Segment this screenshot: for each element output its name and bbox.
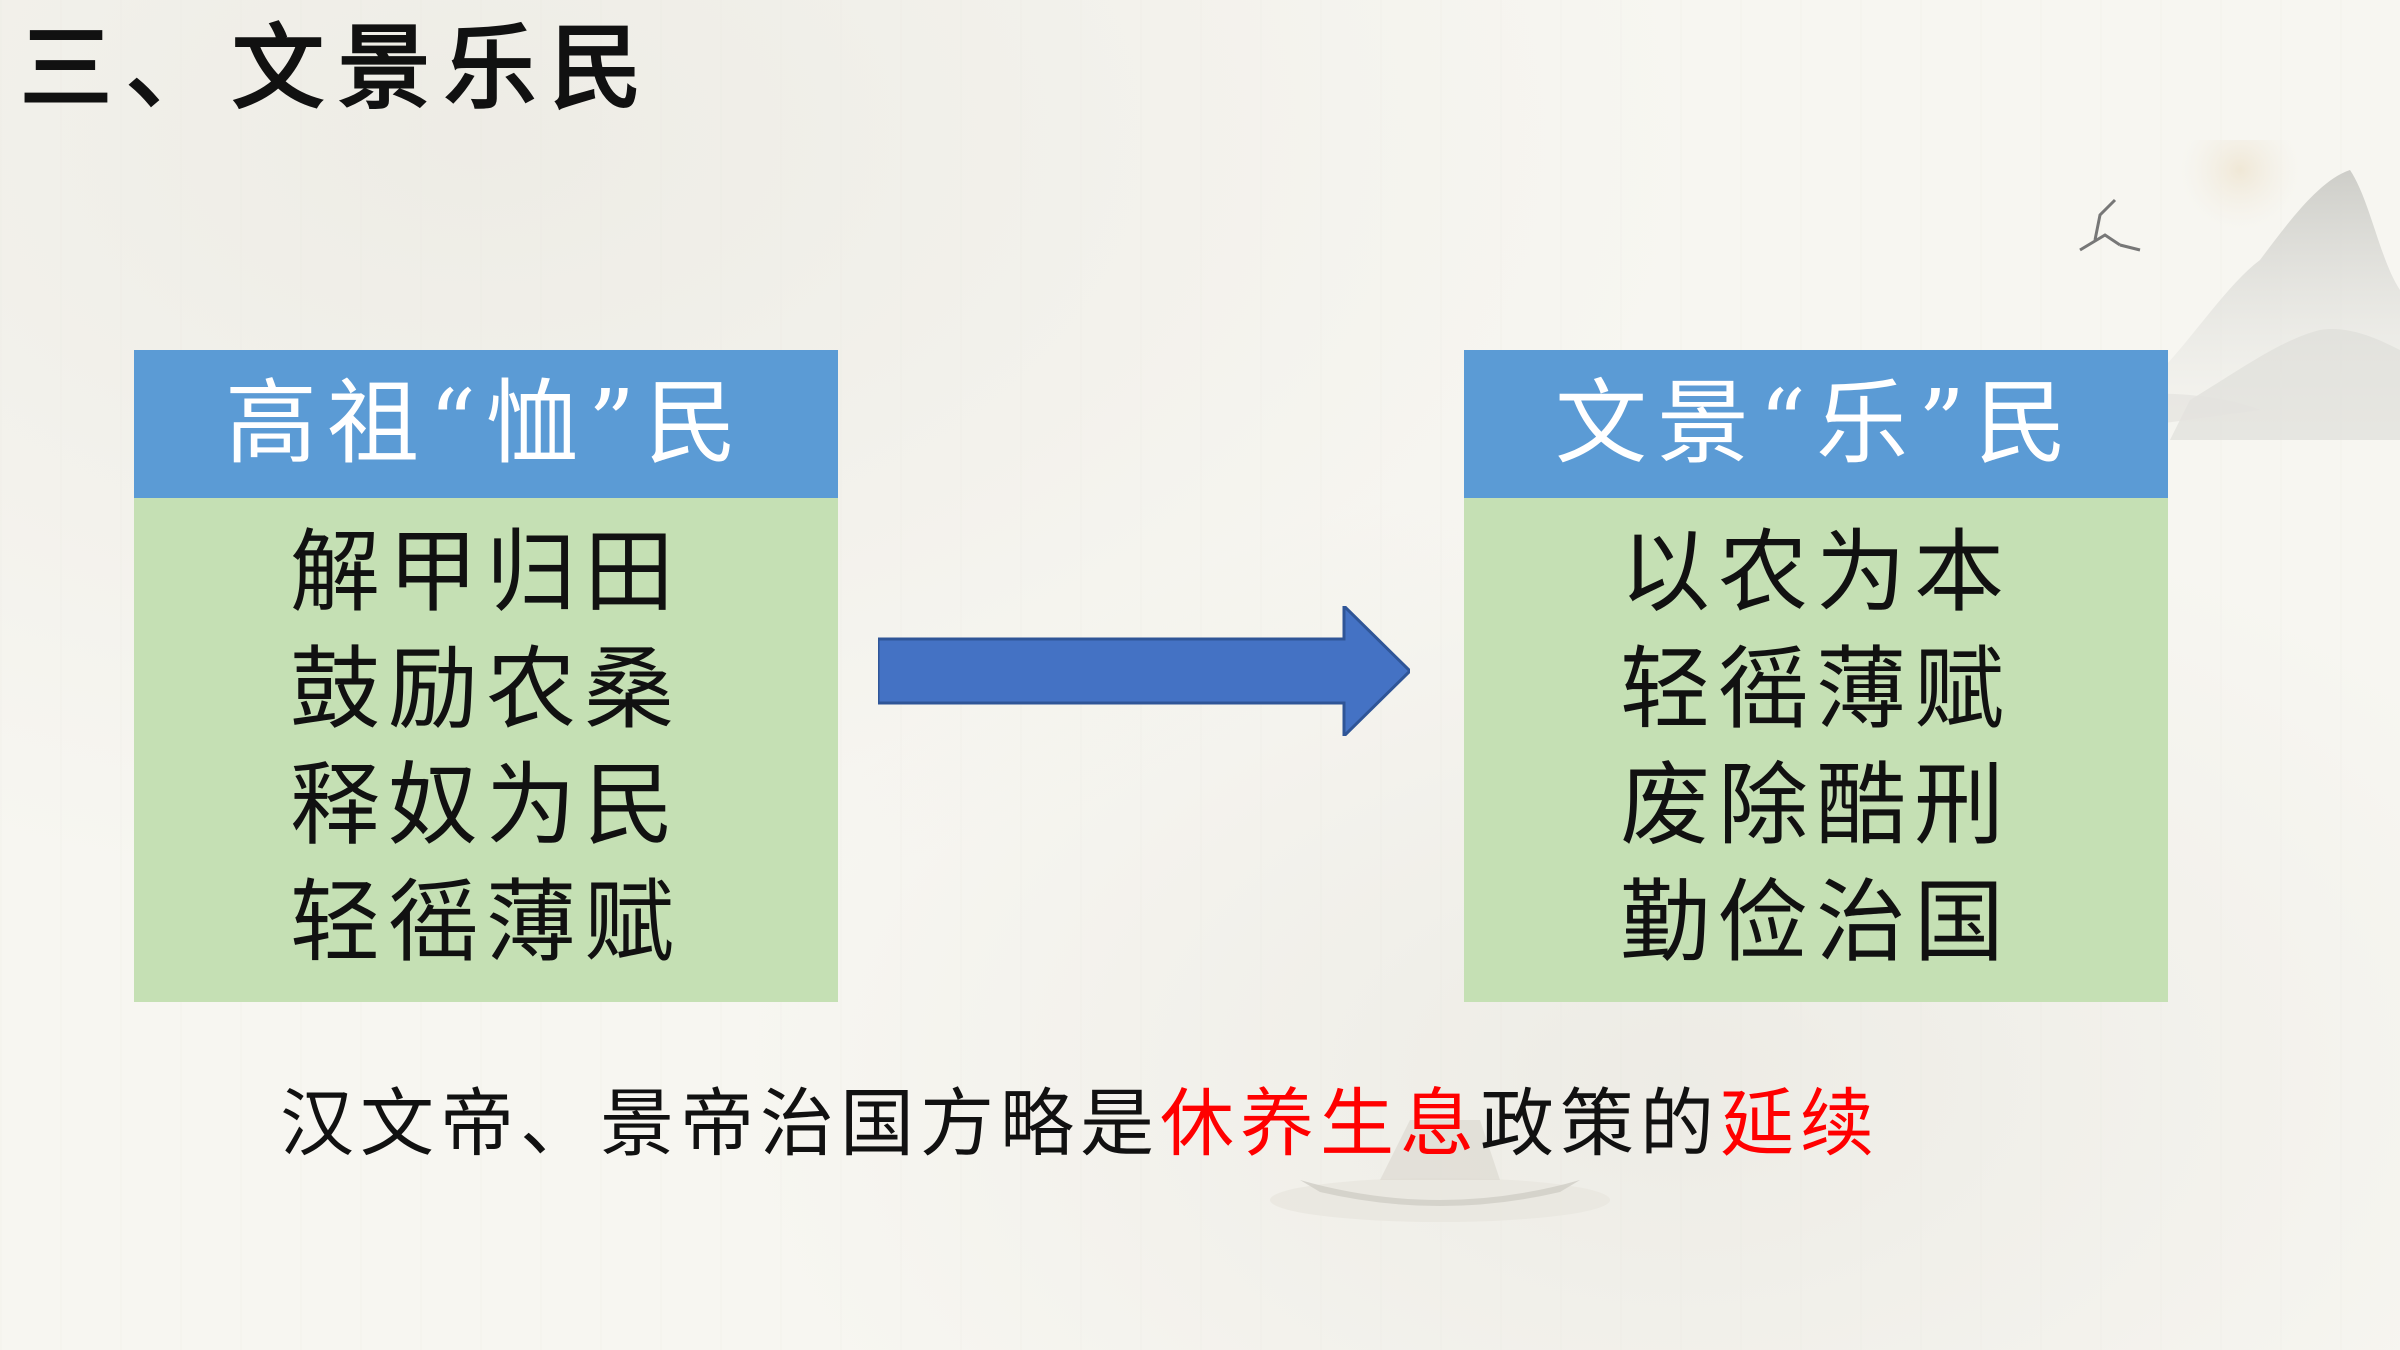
left-panel-item: 鼓励农桑: [290, 636, 682, 742]
summary-part2: 政策的: [1480, 1081, 1720, 1167]
page-title: 三、文景乐民: [20, 14, 657, 122]
boat-decoration: [1270, 1120, 1610, 1222]
right-panel: 文景“乐”民 以农为本 轻徭薄赋 废除酷刑 勤俭治国: [1464, 350, 2168, 1002]
right-panel-header: 文景“乐”民: [1464, 350, 2168, 498]
right-panel-item: 以农为本: [1620, 520, 2012, 625]
left-panel-item: 轻徭薄赋: [290, 869, 682, 975]
left-panel-item: 解甲归田: [290, 520, 682, 625]
right-panel-item: 轻徭薄赋: [1620, 636, 2012, 742]
summary-sentence: 汉文帝、景帝治国方略是休养生息政策的延续: [280, 1080, 1880, 1169]
left-panel-body: 解甲归田 鼓励农桑 释奴为民 轻徭薄赋: [134, 498, 838, 1002]
left-panel-header: 高祖“恤”民: [134, 350, 838, 498]
summary-highlight-rest-recuperation: 休养生息: [1160, 1081, 1480, 1167]
ink-mountain-decoration: [2040, 140, 2400, 440]
left-panel-item: 释奴为民: [290, 753, 682, 858]
right-arrow-icon: [878, 606, 1410, 736]
right-panel-body: 以农为本 轻徭薄赋 废除酷刑 勤俭治国: [1464, 498, 2168, 1002]
right-panel-item: 勤俭治国: [1620, 869, 2012, 975]
left-panel: 高祖“恤”民 解甲归田 鼓励农桑 释奴为民 轻徭薄赋: [134, 350, 838, 1002]
right-panel-item: 废除酷刑: [1620, 753, 2012, 858]
summary-highlight-continuation: 延续: [1720, 1081, 1880, 1167]
summary-part1: 汉文帝、景帝治国方略是: [280, 1081, 1160, 1167]
